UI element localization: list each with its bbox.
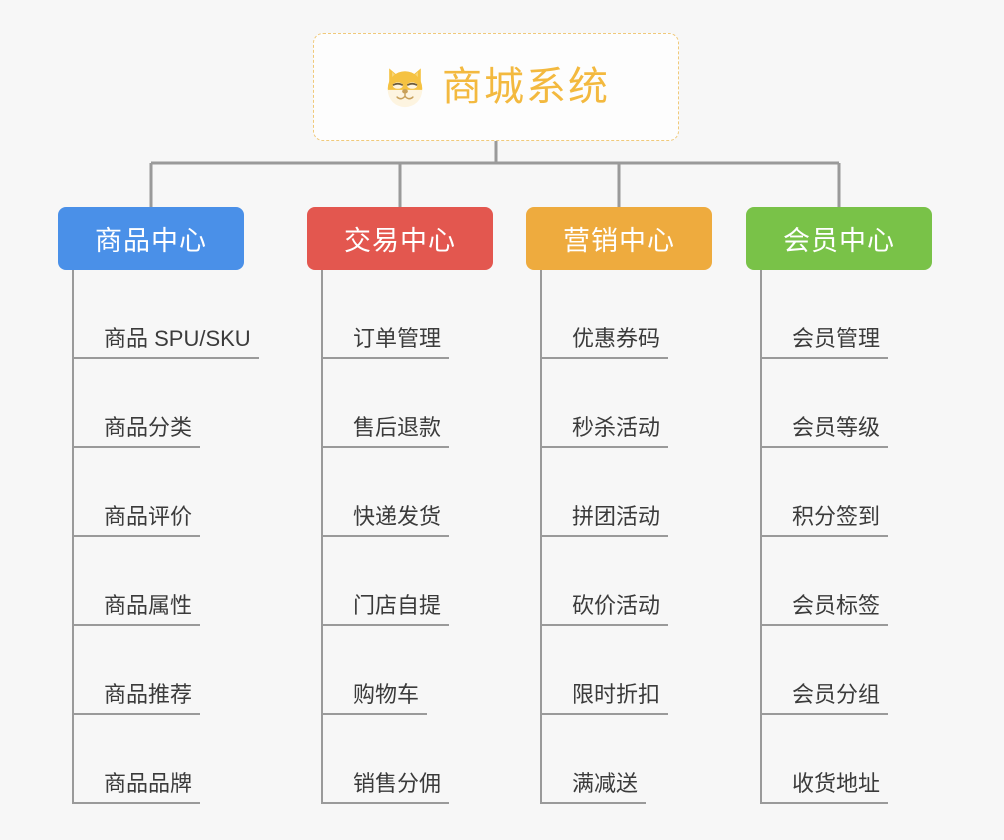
leaf-label: 会员标签 [762,592,889,626]
leaf-label: 门店自提 [323,592,450,626]
branch-column-marketing: 营销中心 优惠券码 秒杀活动 拼团活动 砍价活动 限时折扣 满减送 [526,207,712,804]
branch-header-member[interactable]: 会员中心 [746,207,932,270]
leaf-label: 商品品牌 [74,770,201,804]
leaf-item[interactable]: 满减送 [542,715,712,804]
leaf-label: 积分签到 [762,503,889,537]
leaf-item[interactable]: 售后退款 [323,359,493,448]
leaf-label: 销售分佣 [323,770,450,804]
root-node[interactable]: 商城系统 [313,33,679,141]
leaf-label: 售后退款 [323,414,450,448]
branch-header-label: 交易中心 [344,226,456,256]
branch-header-label: 会员中心 [783,226,895,256]
leaf-label: 商品 SPU/SKU [74,325,259,359]
leaf-label: 商品推荐 [74,681,201,715]
branch-header-product[interactable]: 商品中心 [58,207,244,270]
leaf-item[interactable]: 积分签到 [762,448,932,537]
leaf-item[interactable]: 订单管理 [323,270,493,359]
leaf-label: 砍价活动 [542,592,669,626]
leaf-label: 拼团活动 [542,503,669,537]
leaf-item[interactable]: 商品分类 [74,359,244,448]
leaf-item[interactable]: 拼团活动 [542,448,712,537]
leaf-label: 满减送 [542,770,647,804]
branch-header-label: 商品中心 [95,226,207,256]
leaf-label: 会员分组 [762,681,889,715]
leaf-label: 秒杀活动 [542,414,669,448]
leaf-label: 商品评价 [74,503,201,537]
leaf-item[interactable]: 商品评价 [74,448,244,537]
leaf-label: 会员等级 [762,414,889,448]
leaf-item[interactable]: 商品 SPU/SKU [74,270,259,359]
leaf-item[interactable]: 砍价活动 [542,537,712,626]
leaf-label: 订单管理 [323,325,450,359]
leaf-list-marketing: 优惠券码 秒杀活动 拼团活动 砍价活动 限时折扣 满减送 [540,270,712,804]
leaf-item[interactable]: 会员分组 [762,626,932,715]
leaf-item[interactable]: 购物车 [323,626,493,715]
leaf-list-trade: 订单管理 售后退款 快递发货 门店自提 购物车 销售分佣 [321,270,493,804]
leaf-item[interactable]: 商品品牌 [74,715,244,804]
leaf-label: 限时折扣 [542,681,669,715]
leaf-list-product: 商品 SPU/SKU 商品分类 商品评价 商品属性 商品推荐 商品品牌 [72,270,259,804]
branch-header-label: 营销中心 [563,226,675,256]
leaf-item[interactable]: 收货地址 [762,715,932,804]
branch-column-member: 会员中心 会员管理 会员等级 积分签到 会员标签 会员分组 收货地址 [746,207,932,804]
leaf-label: 收货地址 [762,770,889,804]
leaf-item[interactable]: 秒杀活动 [542,359,712,448]
leaf-label: 商品分类 [74,414,201,448]
leaf-item[interactable]: 会员管理 [762,270,932,359]
root-title: 商城系统 [442,65,610,109]
branch-column-trade: 交易中心 订单管理 售后退款 快递发货 门店自提 购物车 销售分佣 [307,207,493,804]
leaf-item[interactable]: 限时折扣 [542,626,712,715]
leaf-item[interactable]: 门店自提 [323,537,493,626]
branch-column-product: 商品中心 商品 SPU/SKU 商品分类 商品评价 商品属性 商品推荐 商品品牌 [58,207,259,804]
leaf-label: 优惠券码 [542,325,669,359]
leaf-item[interactable]: 优惠券码 [542,270,712,359]
leaf-item[interactable]: 商品推荐 [74,626,244,715]
leaf-item[interactable]: 会员等级 [762,359,932,448]
branch-header-trade[interactable]: 交易中心 [307,207,493,270]
leaf-label: 商品属性 [74,592,201,626]
leaf-label: 快递发货 [323,503,450,537]
leaf-item[interactable]: 快递发货 [323,448,493,537]
leaf-label: 购物车 [323,681,428,715]
leaf-item[interactable]: 商品属性 [74,537,244,626]
leaf-label: 会员管理 [762,325,889,359]
branch-header-marketing[interactable]: 营销中心 [526,207,712,270]
leaf-item[interactable]: 销售分佣 [323,715,493,804]
shiba-dog-face-icon [387,68,423,108]
leaf-list-member: 会员管理 会员等级 积分签到 会员标签 会员分组 收货地址 [760,270,932,804]
leaf-item[interactable]: 会员标签 [762,537,932,626]
